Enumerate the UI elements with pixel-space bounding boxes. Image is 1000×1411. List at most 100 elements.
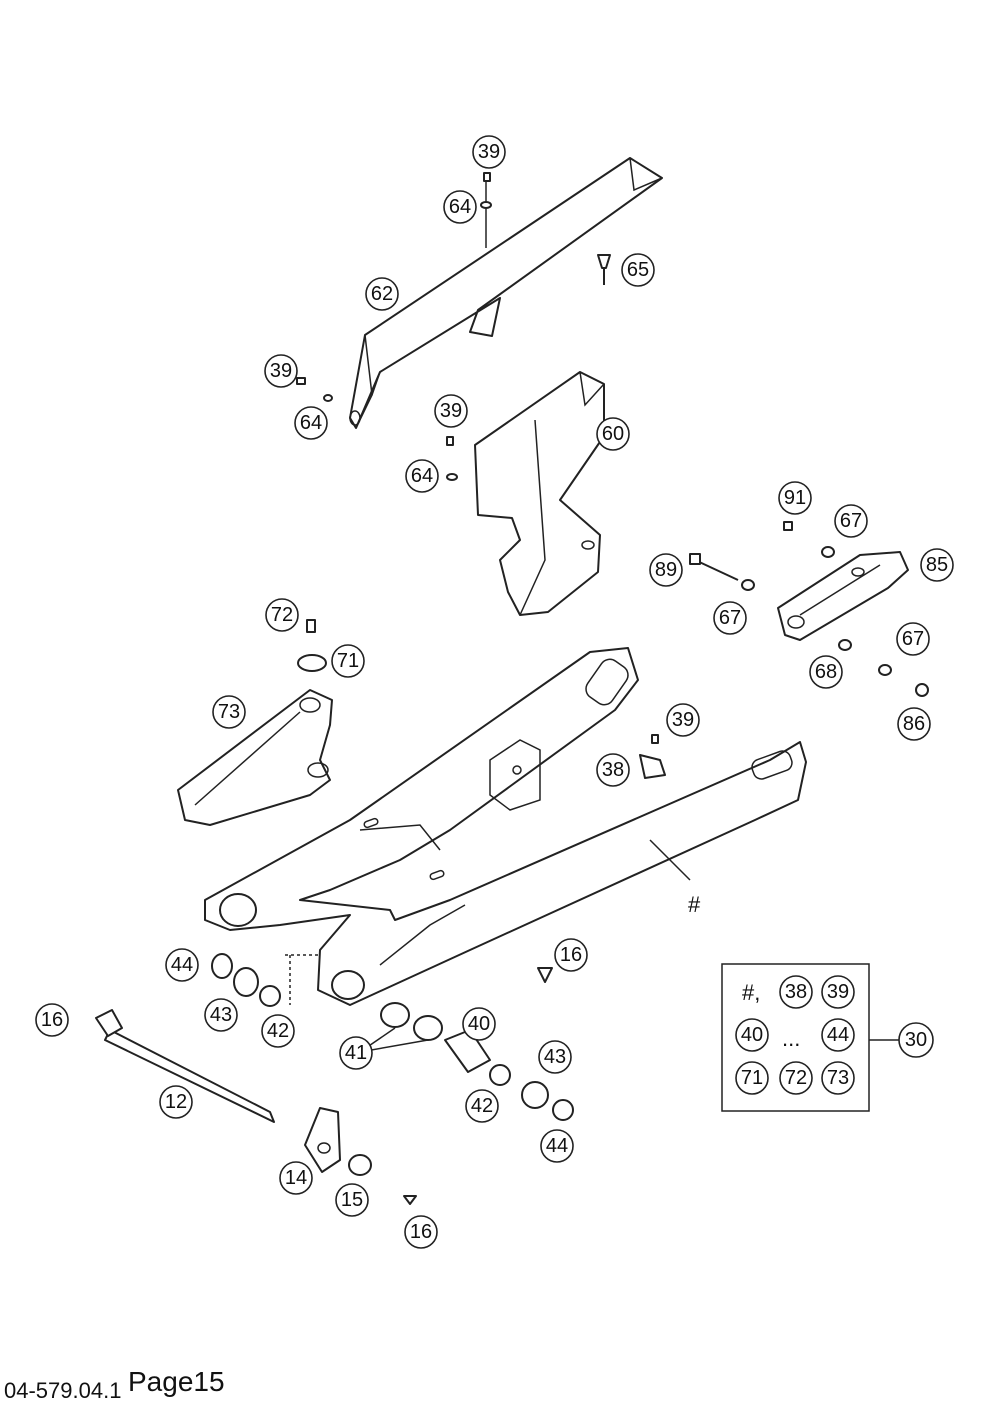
callout-64: 64 bbox=[443, 190, 477, 224]
kit-member-ellipsis: ... bbox=[782, 1026, 800, 1051]
kit-member-38: 38 bbox=[779, 975, 813, 1009]
svg-text:67: 67 bbox=[840, 510, 862, 532]
kit-member-44: 44 bbox=[821, 1018, 855, 1052]
svg-text:16: 16 bbox=[41, 1009, 63, 1031]
callout-62: 62 bbox=[365, 277, 399, 311]
bearing-set-center bbox=[380, 1002, 491, 1073]
callout-42: 42 bbox=[261, 1014, 295, 1048]
callout-71: 71 bbox=[331, 644, 365, 678]
svg-text:39: 39 bbox=[440, 400, 462, 422]
svg-text:68: 68 bbox=[815, 661, 837, 683]
callout-60: 60 bbox=[596, 417, 630, 451]
svg-text:38: 38 bbox=[785, 981, 807, 1003]
callout-91: 91 bbox=[778, 481, 812, 515]
callout-65: 65 bbox=[621, 253, 655, 287]
drawing-code: 04-579.04.1 bbox=[4, 1378, 122, 1403]
chain-slider-left bbox=[177, 689, 333, 826]
svg-text:72: 72 bbox=[271, 604, 293, 626]
kit-member-39: 39 bbox=[821, 975, 855, 1009]
svg-text:40: 40 bbox=[468, 1013, 490, 1035]
callout-16: 16 bbox=[554, 938, 588, 972]
part-callouts: 39 64 65 62 39 64 39 60 64 91 67 89 85 6… bbox=[35, 135, 954, 1249]
svg-text:89: 89 bbox=[655, 559, 677, 581]
callout-39: 39 bbox=[472, 135, 506, 169]
swingarm bbox=[204, 647, 807, 1006]
kit-box: #, 38 39 40 ... 44 71 72 73 bbox=[721, 963, 870, 1112]
svg-text:39: 39 bbox=[827, 981, 849, 1003]
callout-39: 39 bbox=[434, 394, 468, 428]
swingarm-hash-label: # bbox=[688, 892, 701, 917]
svg-text:65: 65 bbox=[627, 259, 649, 281]
callout-43: 43 bbox=[538, 1040, 572, 1074]
svg-text:72: 72 bbox=[785, 1067, 807, 1089]
callout-38: 38 bbox=[596, 753, 630, 787]
callout-43: 43 bbox=[204, 998, 238, 1032]
callout-16: 16 bbox=[35, 1003, 69, 1037]
bearing-set-right bbox=[489, 1064, 574, 1121]
svg-text:71: 71 bbox=[337, 650, 359, 672]
callout-64: 64 bbox=[405, 459, 439, 493]
callout-42: 42 bbox=[465, 1089, 499, 1123]
svg-text:64: 64 bbox=[449, 196, 471, 218]
callout-15: 15 bbox=[335, 1183, 369, 1217]
svg-text:73: 73 bbox=[827, 1067, 849, 1089]
kit-member-hash: #, bbox=[742, 980, 760, 1005]
kit-member-72: 72 bbox=[779, 1061, 813, 1095]
svg-text:12: 12 bbox=[165, 1091, 187, 1113]
chain-slider bbox=[777, 551, 909, 641]
svg-text:64: 64 bbox=[300, 412, 322, 434]
swingarm-pivot-bolt bbox=[95, 1009, 275, 1123]
small-hardware bbox=[49, 172, 929, 1205]
chain-guard-lower bbox=[474, 371, 605, 616]
svg-text:39: 39 bbox=[672, 709, 694, 731]
kit-member-40: 40 bbox=[735, 1018, 769, 1052]
callout-72: 72 bbox=[265, 598, 299, 632]
svg-text:86: 86 bbox=[903, 713, 925, 735]
svg-text:16: 16 bbox=[410, 1221, 432, 1243]
callout-16: 16 bbox=[404, 1215, 438, 1249]
svg-text:67: 67 bbox=[902, 628, 924, 650]
callout-64: 64 bbox=[294, 406, 328, 440]
svg-text:44: 44 bbox=[546, 1135, 568, 1157]
nut-15 bbox=[348, 1154, 372, 1176]
svg-text:15: 15 bbox=[341, 1189, 363, 1211]
adjuster-plate bbox=[304, 1107, 341, 1173]
svg-text:42: 42 bbox=[471, 1095, 493, 1117]
svg-text:60: 60 bbox=[602, 423, 624, 445]
callout-39: 39 bbox=[666, 703, 700, 737]
svg-text:14: 14 bbox=[285, 1167, 307, 1189]
page-label: Page15 bbox=[128, 1366, 225, 1397]
callout-39: 39 bbox=[264, 354, 298, 388]
svg-text:44: 44 bbox=[827, 1024, 849, 1046]
callout-67: 67 bbox=[896, 622, 930, 656]
svg-text:39: 39 bbox=[478, 141, 500, 163]
callout-85: 85 bbox=[920, 548, 954, 582]
svg-text:41: 41 bbox=[345, 1042, 367, 1064]
callout-44: 44 bbox=[165, 948, 199, 982]
callout-68: 68 bbox=[809, 655, 843, 689]
svg-text:85: 85 bbox=[926, 554, 948, 576]
bolt-89 bbox=[689, 553, 739, 581]
callout-40: 40 bbox=[462, 1007, 496, 1041]
svg-text:43: 43 bbox=[544, 1046, 566, 1068]
svg-text:67: 67 bbox=[719, 607, 741, 629]
svg-text:44: 44 bbox=[171, 954, 193, 976]
callout-44: 44 bbox=[540, 1129, 574, 1163]
callout-14: 14 bbox=[279, 1161, 313, 1195]
svg-text:40: 40 bbox=[741, 1024, 763, 1046]
svg-text:91: 91 bbox=[784, 487, 806, 509]
kit-callout-30: 30 bbox=[898, 1022, 934, 1058]
kit-member-73: 73 bbox=[821, 1061, 855, 1095]
svg-text:39: 39 bbox=[270, 360, 292, 382]
callout-89: 89 bbox=[649, 553, 683, 587]
callout-67: 67 bbox=[834, 504, 868, 538]
callout-73: 73 bbox=[212, 695, 246, 729]
svg-text:42: 42 bbox=[267, 1020, 289, 1042]
svg-text:16: 16 bbox=[560, 944, 582, 966]
callout-41: 41 bbox=[339, 1036, 373, 1070]
svg-text:43: 43 bbox=[210, 1004, 232, 1026]
svg-text:30: 30 bbox=[905, 1029, 927, 1051]
callout-12: 12 bbox=[159, 1085, 193, 1119]
svg-text:73: 73 bbox=[218, 701, 240, 723]
